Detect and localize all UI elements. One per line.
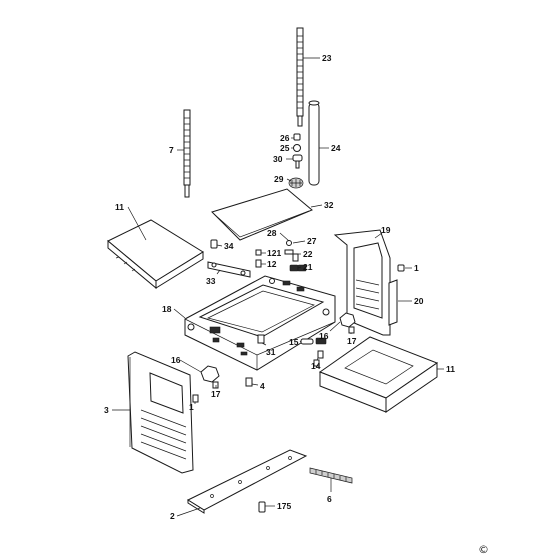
small-hardware-middle bbox=[210, 239, 307, 272]
part-19-side-frame bbox=[333, 229, 391, 336]
label-23: 23 bbox=[322, 53, 332, 63]
label-25: 25 bbox=[280, 143, 290, 153]
label-17-right: 17 bbox=[347, 336, 357, 346]
label-16-right: 16 bbox=[319, 331, 329, 341]
label-4: 4 bbox=[260, 381, 265, 391]
part-20-strip bbox=[388, 279, 398, 326]
part-7-threaded-column bbox=[183, 109, 191, 198]
label-30: 30 bbox=[273, 154, 283, 164]
label-7: 7 bbox=[169, 145, 174, 155]
label-27: 27 bbox=[307, 236, 317, 246]
part-2-base-plate bbox=[186, 449, 308, 514]
leader-lines bbox=[112, 57, 444, 517]
label-28: 28 bbox=[267, 228, 277, 238]
label-6: 6 bbox=[327, 494, 332, 504]
label-18: 18 bbox=[162, 304, 172, 314]
label-11-right: 11 bbox=[446, 364, 455, 374]
label-1-right: 1 bbox=[414, 263, 419, 273]
label-175: 175 bbox=[277, 501, 291, 511]
label-20: 20 bbox=[414, 296, 424, 306]
label-1-left: 1 bbox=[189, 402, 194, 412]
label-16-left: 16 bbox=[171, 355, 181, 365]
small-hardware-top bbox=[288, 133, 304, 189]
label-32: 32 bbox=[324, 200, 334, 210]
label-14: 14 bbox=[311, 361, 321, 371]
copyright-mark: © bbox=[478, 543, 489, 556]
label-19: 19 bbox=[381, 225, 391, 235]
part-23-threaded-column bbox=[296, 27, 304, 127]
part-3-side-shell bbox=[127, 351, 194, 474]
small-hardware-left bbox=[192, 264, 405, 403]
label-2: 2 bbox=[170, 511, 175, 521]
screw-175 bbox=[258, 501, 266, 513]
label-29: 29 bbox=[274, 174, 284, 184]
label-12: 12 bbox=[267, 259, 277, 269]
label-34: 34 bbox=[224, 241, 234, 251]
part-18-main-base bbox=[184, 275, 336, 371]
label-11-left: 11 bbox=[115, 202, 124, 212]
part-6-strip bbox=[309, 467, 353, 484]
small-hardware-right bbox=[300, 312, 356, 367]
label-33: 33 bbox=[206, 276, 216, 286]
part-24-tube bbox=[308, 100, 320, 186]
part-33-bracket bbox=[207, 261, 251, 278]
label-24: 24 bbox=[331, 143, 341, 153]
label-22: 22 bbox=[303, 249, 313, 259]
part-11-tray-left bbox=[107, 219, 204, 290]
label-121: 121 bbox=[267, 248, 281, 258]
label-3: 3 bbox=[104, 405, 109, 415]
label-31: 31 bbox=[266, 347, 276, 357]
label-26: 26 bbox=[280, 133, 290, 143]
label-15: 15 bbox=[289, 337, 299, 347]
label-17-left: 17 bbox=[211, 389, 221, 399]
part-11-tray-right bbox=[318, 336, 439, 413]
part-labels: 23 7 26 25 24 30 29 32 11 28 27 34 121 2… bbox=[104, 53, 455, 521]
label-21: 21 bbox=[303, 262, 313, 272]
part-32-cover-plate bbox=[211, 188, 313, 241]
